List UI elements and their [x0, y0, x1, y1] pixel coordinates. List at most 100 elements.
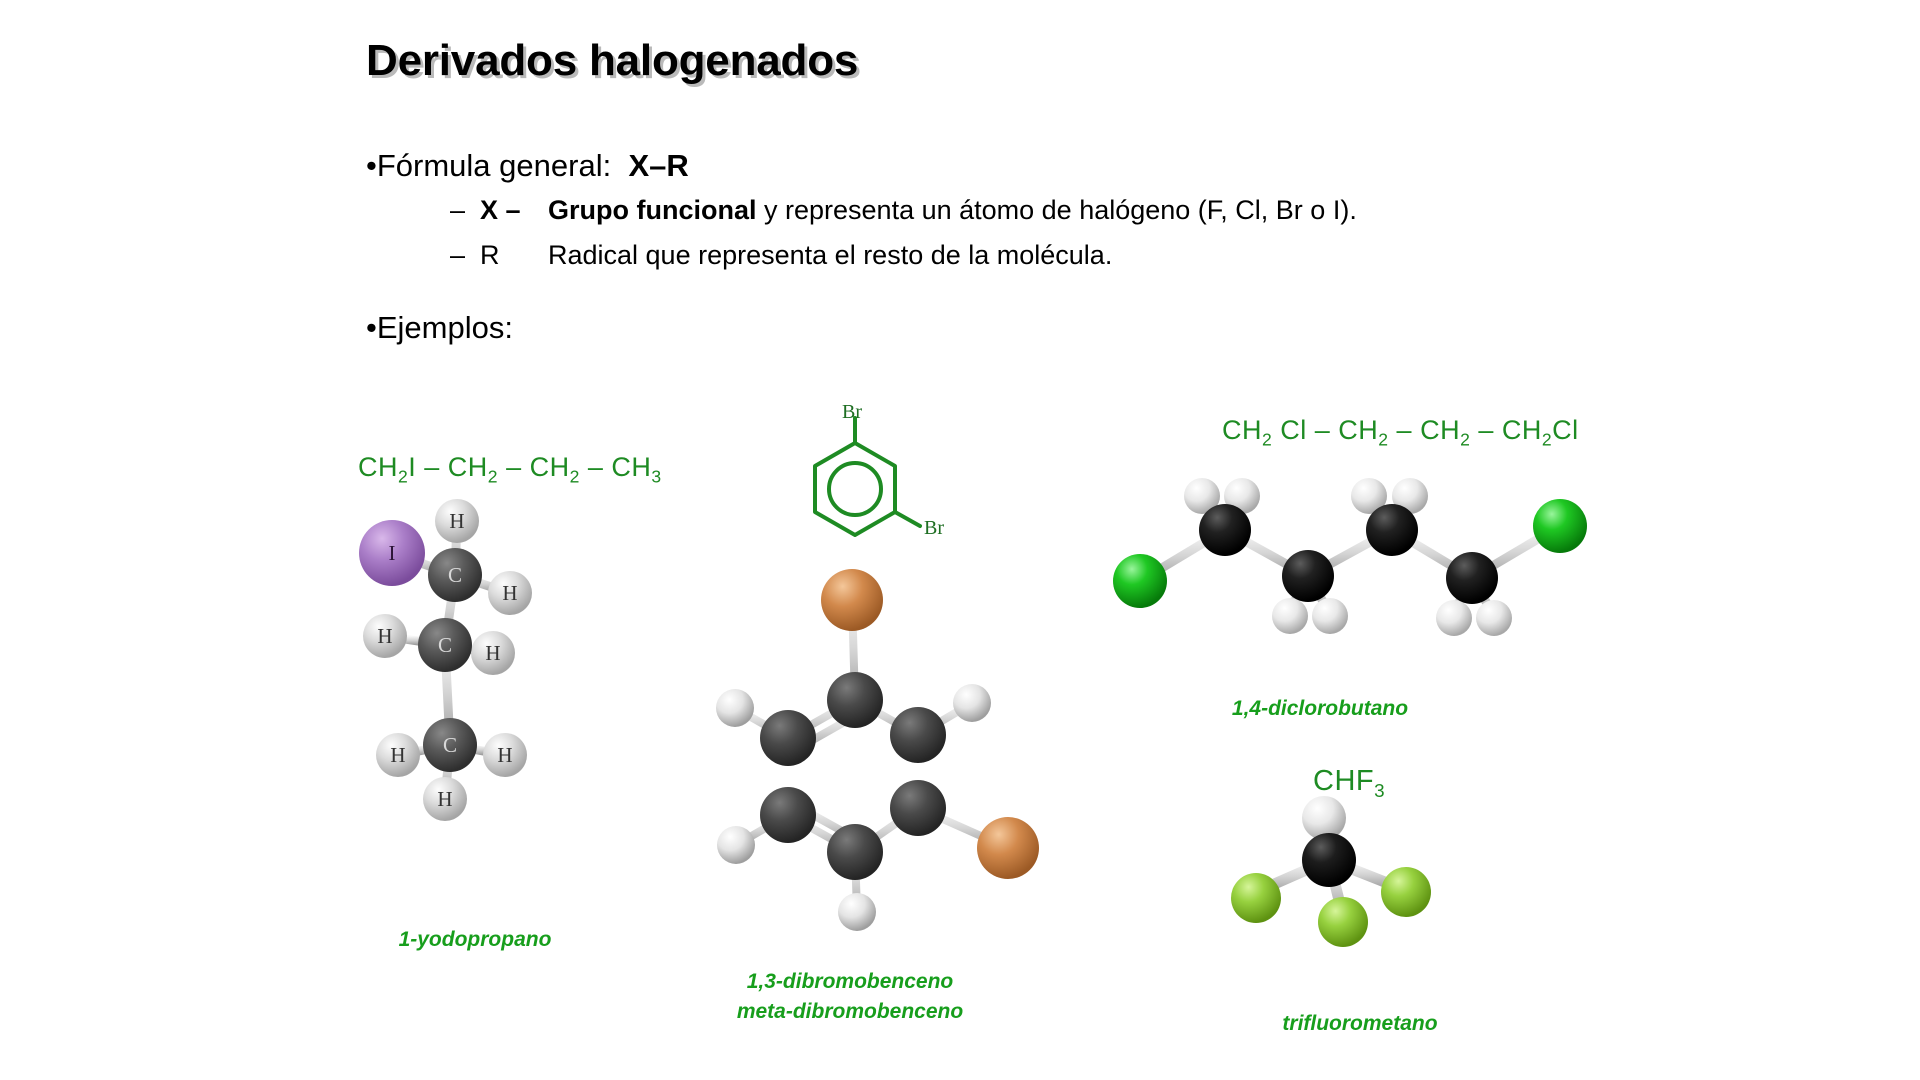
atom-bromine — [977, 817, 1039, 879]
atom-carbon — [1199, 504, 1251, 556]
atom-hydrogen — [471, 631, 515, 675]
bullet-label-2: Ejemplos: — [376, 310, 513, 345]
atom-hydrogen — [1224, 478, 1260, 514]
atom-chlorine — [1533, 499, 1587, 553]
atom-hydrogen — [717, 826, 755, 864]
aromatic-circle — [827, 461, 883, 517]
atom-hydrogen — [1312, 598, 1348, 634]
atom-hydrogen — [435, 499, 479, 543]
caption-dibromobenceno-line1: 1,3-dibromobenceno — [746, 970, 954, 993]
molecule-1-yodopropano: I H H C H H C H H H C — [350, 499, 630, 905]
bond-ring-Br-right — [893, 510, 922, 528]
bullet-formula-general: •Fórmula general: X–R — [366, 148, 689, 184]
formula-seg: – CH — [1470, 415, 1542, 445]
atom-hydrogen — [423, 777, 467, 821]
atom-label-C: C — [438, 633, 452, 657]
atom-hydrogen — [376, 733, 420, 777]
formula-seg: CH — [1222, 415, 1262, 445]
formula-seg: Cl — [1552, 415, 1579, 445]
formula-sub: 2 — [398, 466, 409, 487]
atom-hydrogen — [953, 684, 991, 722]
atom-carbon — [760, 710, 816, 766]
atom-fluorine — [1318, 897, 1368, 947]
atom-hydrogen — [1302, 796, 1346, 840]
atom-hydrogen — [1476, 600, 1512, 636]
atom-iodine — [359, 520, 425, 586]
formula-seg: CHF — [1313, 765, 1375, 797]
bullet-emphasis: X–R — [628, 148, 689, 183]
bullet-marker: • — [366, 148, 377, 183]
atom-carbon — [418, 618, 472, 672]
bullet-marker-2: • — [366, 310, 377, 345]
atom-carbon — [423, 718, 477, 772]
sub-dash-icon-2: – — [450, 240, 466, 270]
atom-label-H: H — [502, 581, 517, 605]
atom-label-H: H — [449, 509, 464, 533]
formula-seg: – CH — [1388, 415, 1461, 445]
caption-yodopropano: 1-yodopropano — [398, 928, 552, 951]
atom-hydrogen — [838, 893, 876, 931]
caption-trifluorometano: trifluorometano — [1282, 1012, 1438, 1035]
atom-carbon — [827, 672, 883, 728]
benzene-hexagon — [813, 441, 897, 537]
formula-diclorobutano: CH2 Cl – CH2 – CH2 – CH2Cl — [1222, 415, 1579, 450]
atom-fluorine — [1231, 873, 1281, 923]
atom-carbon — [760, 787, 816, 843]
atom-label-H: H — [497, 743, 512, 767]
atom-carbon — [827, 824, 883, 880]
formula-seg: CH — [358, 452, 398, 482]
atom-fluorine — [1381, 867, 1431, 917]
bullet-label: Fórmula general: — [376, 148, 612, 183]
atom-carbon — [890, 780, 946, 836]
atom-carbon — [890, 707, 946, 763]
sub-symbol-x: X – — [480, 195, 521, 225]
label-Br-top: Br — [842, 401, 862, 423]
formula-sub: 3 — [651, 466, 662, 487]
atom-label-H: H — [485, 641, 500, 665]
atom-label-H: H — [377, 624, 392, 648]
atom-bromine — [821, 569, 883, 631]
atom-label-C: C — [443, 733, 457, 757]
atom-carbon — [428, 548, 482, 602]
label-Br-right: Br — [924, 517, 944, 539]
atom-label-H: H — [437, 787, 452, 811]
formula-seg: – CH — [498, 452, 570, 482]
sub-bold-grupo-funcional: Grupo funcional — [548, 195, 757, 225]
formula-seg: Cl – CH — [1272, 415, 1379, 445]
atom-carbon — [1282, 550, 1334, 602]
atom-hydrogen — [483, 733, 527, 777]
sub-rest-text-2: Radical que representa el resto de la mo… — [548, 240, 1113, 270]
formula-sub: 2 — [1460, 429, 1471, 450]
atom-hydrogen — [1392, 478, 1428, 514]
atom-label-H: H — [390, 743, 405, 767]
atom-carbon — [1366, 504, 1418, 556]
atom-label-C: C — [448, 563, 462, 587]
sub-dash-icon: – — [450, 195, 466, 225]
atom-hydrogen — [1184, 478, 1220, 514]
atom-hydrogen — [488, 571, 532, 615]
formula-trifluorometano: CHF3 — [1313, 765, 1385, 802]
sub-rest-text: y representa un átomo de halógeno (F, Cl… — [756, 195, 1357, 225]
atom-carbon — [1446, 552, 1498, 604]
caption-dibromobenceno-line2: meta-dibromobenceno — [736, 1000, 964, 1023]
formula-sub: 2 — [487, 466, 499, 487]
molecule-trifluorometano — [1228, 796, 1528, 1010]
formula-seg: I – CH — [408, 452, 488, 482]
formula-sub: 2 — [1378, 429, 1389, 450]
atom-label-I: I — [389, 541, 396, 565]
sub-bullet-x: –X – Grupo funcional y representa un átom… — [450, 195, 1357, 226]
atom-hydrogen — [363, 614, 407, 658]
atom-hydrogen — [1351, 478, 1387, 514]
atom-chlorine — [1113, 554, 1167, 608]
molecule-1-3-dibromobenceno — [700, 560, 1090, 960]
formula-sub: 2 — [569, 466, 580, 487]
atom-carbon — [1302, 833, 1356, 887]
molecule-1-4-diclorobutano — [1113, 468, 1620, 668]
sub-symbol-r: R — [480, 240, 500, 270]
atom-hydrogen — [1272, 598, 1308, 634]
structure-dibromobenzene-ring: Br Br — [800, 401, 980, 548]
formula-yodopropano: CH2I – CH2 – CH2 – CH3 — [358, 452, 662, 487]
formula-seg: – CH — [579, 452, 652, 482]
atom-hydrogen — [716, 689, 754, 727]
